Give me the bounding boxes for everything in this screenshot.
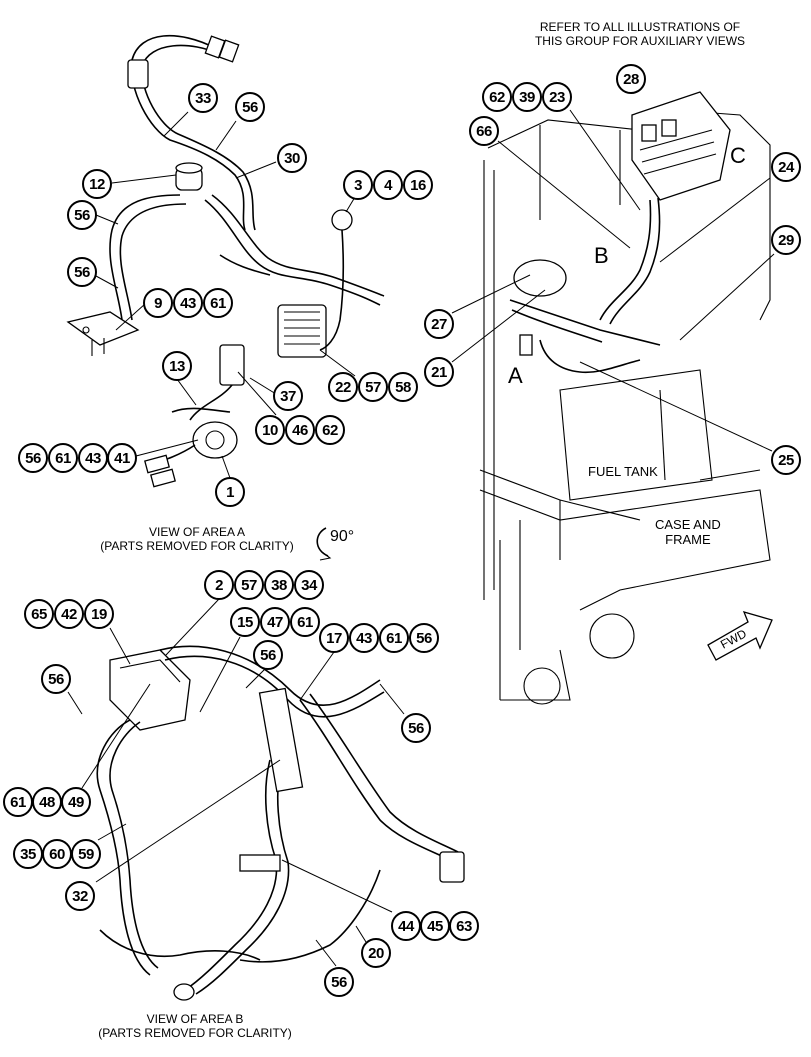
view-b-illustration: [96, 645, 465, 1001]
callout-56: 56: [41, 664, 71, 694]
callout-10: 10: [255, 415, 285, 445]
callout-61: 61: [290, 607, 320, 637]
callout-24: 24: [771, 152, 801, 182]
callout-61: 61: [379, 623, 409, 653]
callout-57: 57: [358, 372, 388, 402]
view-a-illustration: [66, 34, 385, 561]
callout-16: 16: [403, 170, 433, 200]
callout-32: 32: [65, 881, 95, 911]
callout-33: 33: [188, 83, 218, 113]
callout-56: 56: [253, 640, 283, 670]
callout-2: 2: [204, 570, 234, 600]
callout-47: 47: [260, 607, 290, 637]
callout-56: 56: [235, 92, 265, 122]
callout-59: 59: [71, 839, 101, 869]
callout-63: 63: [449, 911, 479, 941]
callout-37: 37: [273, 381, 303, 411]
callout-61: 61: [3, 787, 33, 817]
callout-49: 49: [61, 787, 91, 817]
callout-56: 56: [67, 257, 97, 287]
area-label-c: C: [730, 143, 746, 168]
leader-lines: [67, 109, 775, 967]
callout-58: 58: [388, 372, 418, 402]
callout-48: 48: [32, 787, 62, 817]
callout-41: 41: [107, 443, 137, 473]
callout-20: 20: [361, 938, 391, 968]
callout-56: 56: [18, 443, 48, 473]
callout-56: 56: [401, 713, 431, 743]
callout-23: 23: [542, 82, 572, 112]
rotation-label: 90°: [330, 528, 355, 545]
callout-45: 45: [420, 911, 450, 941]
callout-60: 60: [42, 839, 72, 869]
callout-44: 44: [391, 911, 421, 941]
callout-43: 43: [349, 623, 379, 653]
callout-43: 43: [173, 288, 203, 318]
callout-61: 61: [203, 288, 233, 318]
callout-13: 13: [162, 351, 192, 381]
callout-62: 62: [315, 415, 345, 445]
callout-61: 61: [48, 443, 78, 473]
callout-62: 62: [482, 82, 512, 112]
refer-caption: REFER TO ALL ILLUSTRATIONS OF THIS GROUP…: [534, 20, 746, 48]
callout-1: 1: [215, 477, 245, 507]
area-label-b: B: [594, 243, 609, 268]
callout-43: 43: [78, 443, 108, 473]
area-label-a: A: [508, 363, 523, 388]
callout-9: 9: [143, 288, 173, 318]
callout-29: 29: [771, 225, 801, 255]
callout-65: 65: [24, 599, 54, 629]
callout-15: 15: [230, 607, 260, 637]
callout-46: 46: [285, 415, 315, 445]
callout-4: 4: [373, 170, 403, 200]
callout-56: 56: [324, 967, 354, 997]
callout-27: 27: [424, 309, 454, 339]
fuel-tank-label: FUEL TANK: [588, 464, 658, 479]
callout-38: 38: [264, 570, 294, 600]
callout-57: 57: [234, 570, 264, 600]
callout-12: 12: [82, 169, 112, 199]
callout-42: 42: [54, 599, 84, 629]
machine-illustration: [479, 91, 773, 705]
callout-22: 22: [328, 372, 358, 402]
callout-25: 25: [771, 445, 801, 475]
callout-28: 28: [616, 64, 646, 94]
callout-56: 56: [409, 623, 439, 653]
callout-3: 3: [343, 170, 373, 200]
callout-21: 21: [424, 357, 454, 387]
case-frame-label: CASE AND FRAME: [655, 517, 721, 547]
view-a-caption: VIEW OF AREA A (PARTS REMOVED FOR CLARIT…: [100, 525, 294, 553]
callout-56: 56: [67, 200, 97, 230]
callout-30: 30: [277, 143, 307, 173]
callout-34: 34: [294, 570, 324, 600]
callout-66: 66: [469, 116, 499, 146]
callout-19: 19: [84, 599, 114, 629]
callout-39: 39: [512, 82, 542, 112]
callout-35: 35: [13, 839, 43, 869]
view-b-caption: VIEW OF AREA B (PARTS REMOVED FOR CLARIT…: [98, 1012, 292, 1040]
callout-17: 17: [319, 623, 349, 653]
